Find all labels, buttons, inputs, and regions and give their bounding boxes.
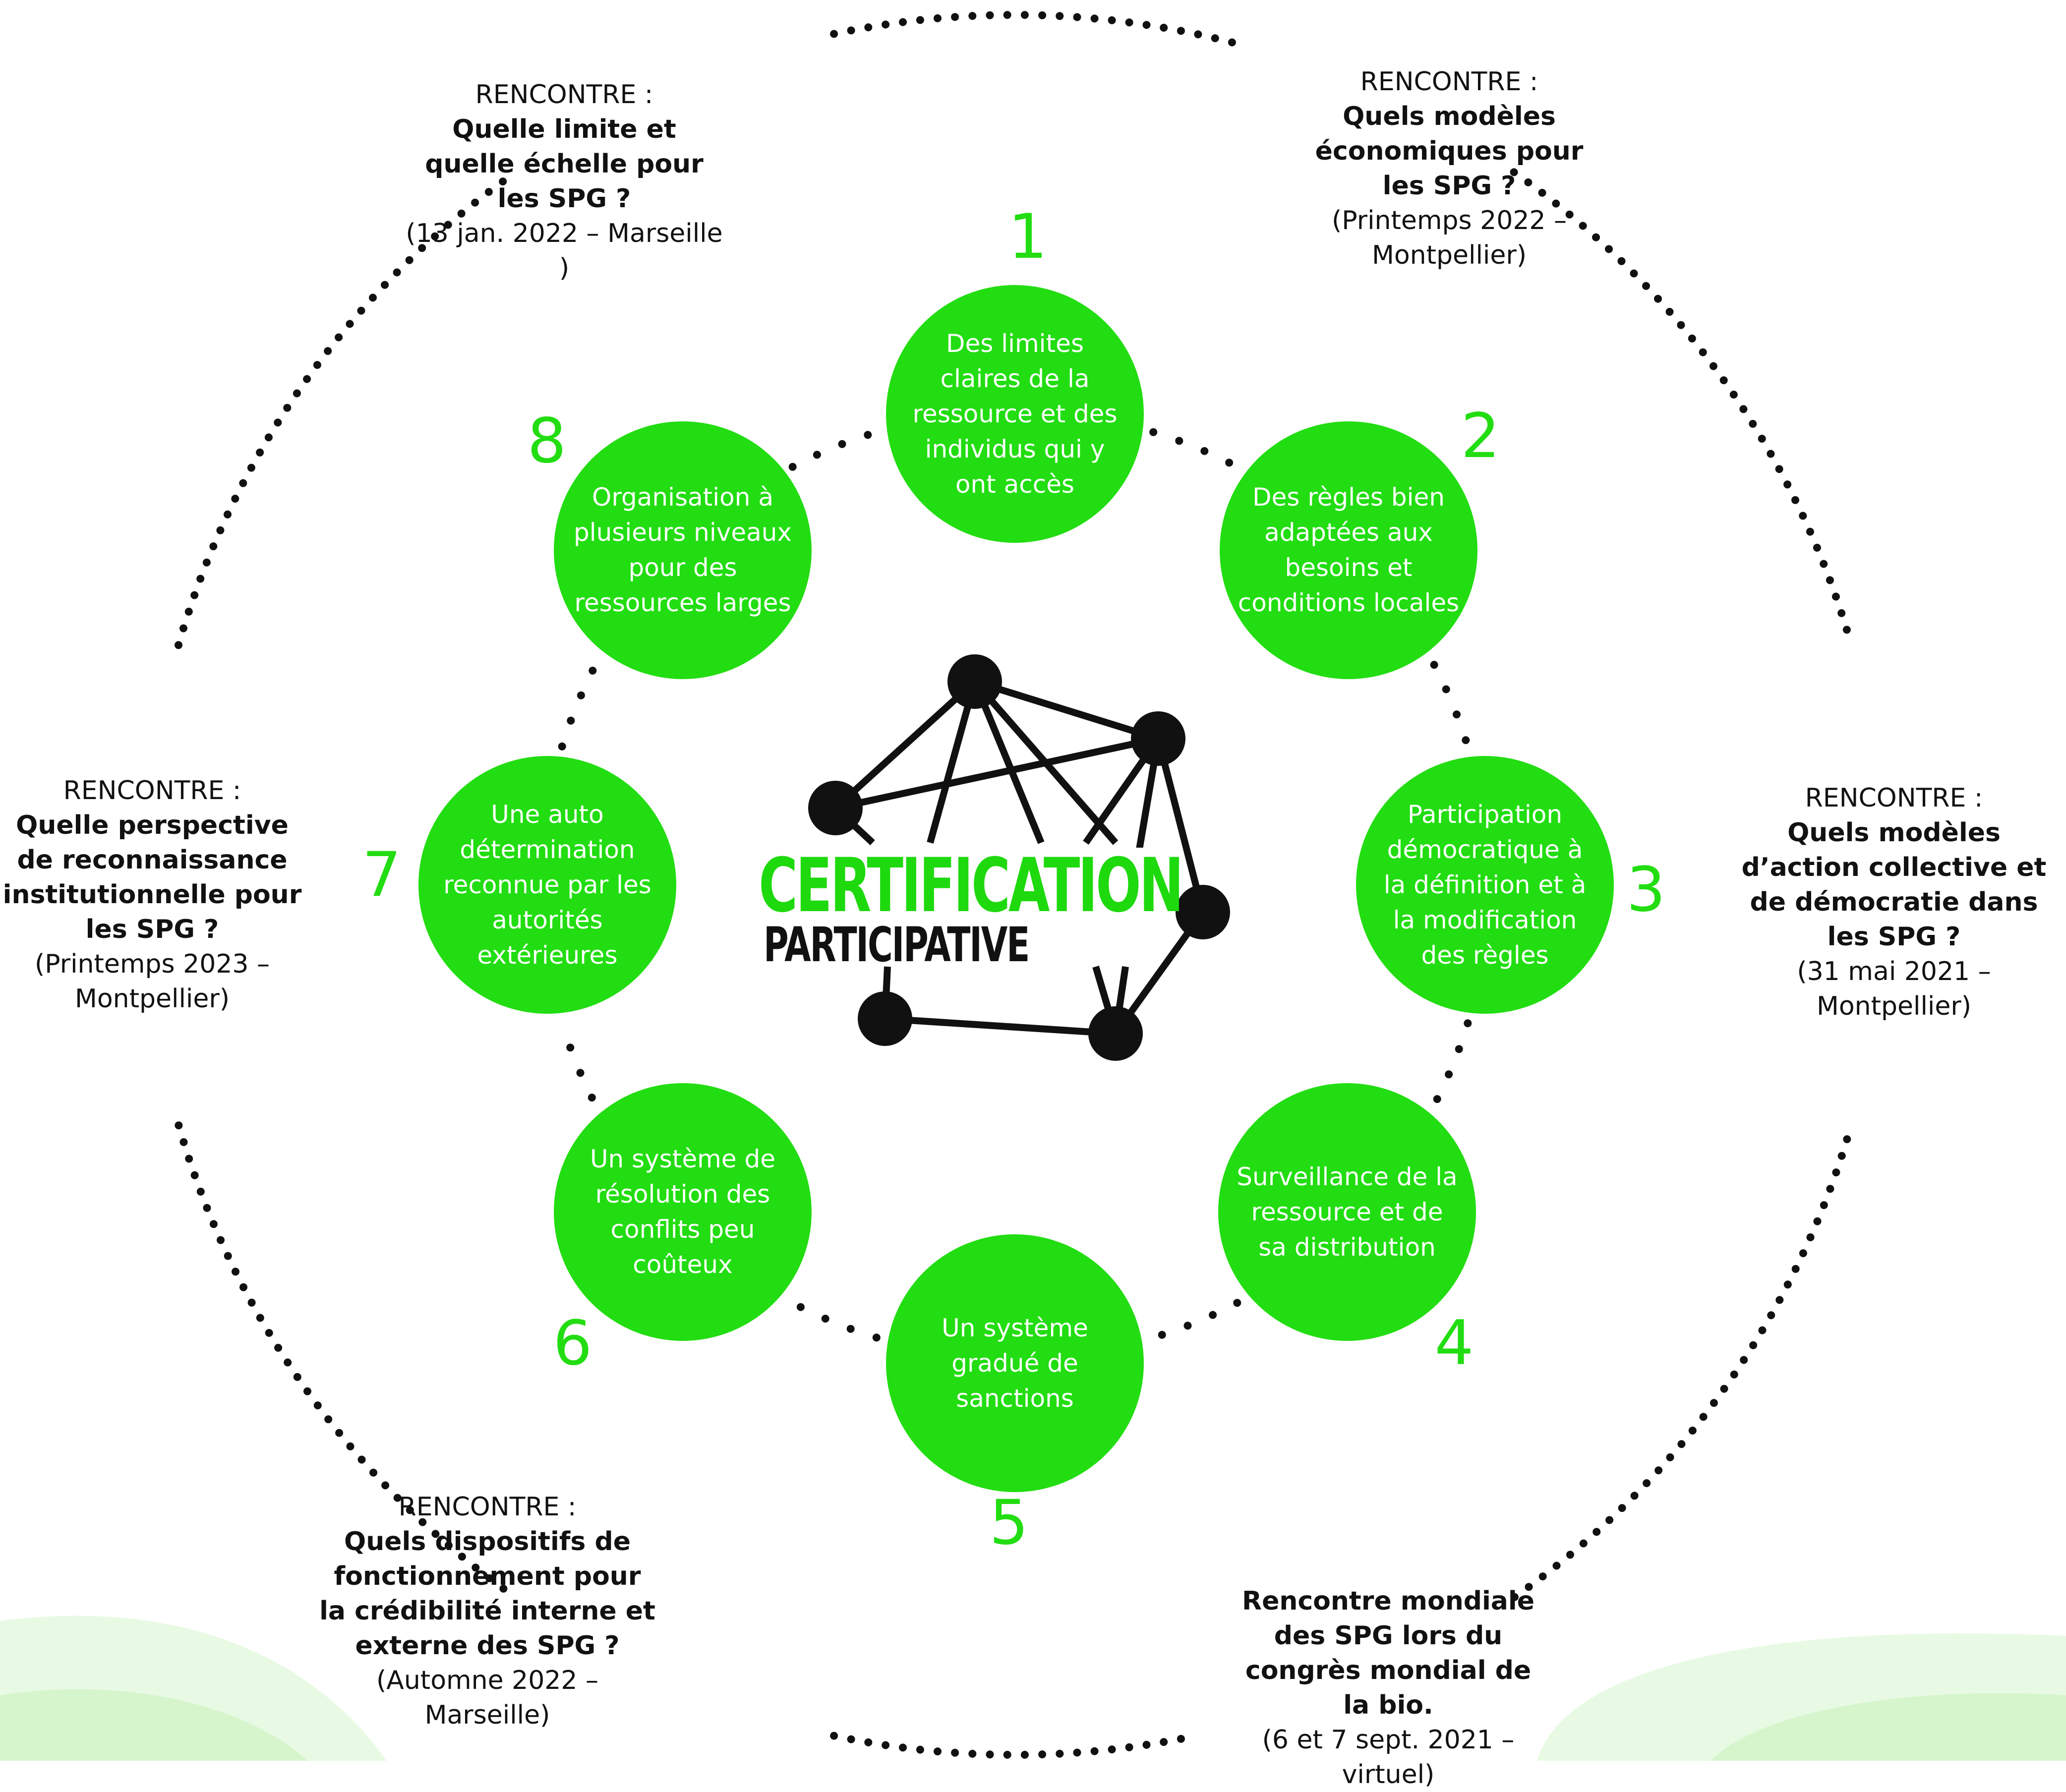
meeting-detail: (Printemps 2023 – Montpellier) [34, 949, 270, 1014]
network-graph-icon [759, 654, 1230, 1061]
principle-circle-8: Organisation à plusieurs niveaux pour de… [554, 421, 812, 679]
inner-dots-1-2 [1149, 428, 1234, 467]
principle-text-3: Participation démocratique à la définiti… [1383, 800, 1587, 970]
principle-number-5: 5 [989, 1487, 1029, 1559]
principle-circle-5: Un système gradué de sanctions [886, 1234, 1144, 1492]
meeting-bottom-right: Rencontre mondiale des SPG lors du congr… [1230, 1584, 1547, 1792]
outer-dots-top [830, 11, 1236, 47]
principle-text-8: Organisation à plusieurs niveaux pour de… [573, 483, 792, 617]
dotted-arcs [175, 11, 1851, 1759]
principle-number-3: 3 [1626, 854, 1666, 925]
principle-circle-6: Un système de résolution des conflits pe… [554, 1083, 812, 1341]
inner-dots-5-6 [796, 1303, 881, 1342]
principle-number-1: 1 [1008, 201, 1048, 273]
outer-dots-bottom [830, 1732, 1185, 1759]
logo-title-participative: PARTICIPATIVE [764, 917, 1030, 973]
principle-text-6: Un système de résolution des conflits pe… [590, 1145, 776, 1279]
wave-right-inner [1711, 1693, 2066, 1761]
inner-dots-4-5 [1158, 1299, 1241, 1339]
principle-circle-7: Une auto détermination reconnue par les … [418, 756, 676, 1014]
meeting-label: RENCONTRE : [63, 776, 241, 806]
principle-circle-3: Participation démocratique à la définiti… [1356, 756, 1614, 1014]
principle-text-7: Une auto détermination reconnue par les … [443, 800, 651, 970]
meeting-question: Rencontre mondiale des SPG lors du congr… [1242, 1586, 1535, 1720]
meeting-label: RENCONTRE : [475, 80, 653, 110]
meeting-detail: (31 mai 2021 – Montpellier) [1797, 957, 1991, 1021]
inner-dots-8-1 [788, 431, 872, 471]
inner-dots-2-3 [1417, 637, 1470, 745]
meeting-detail: (Printemps 2022 – Montpellier) [1331, 206, 1567, 270]
meeting-question: Quels modèles économiques pour les SPG ? [1315, 102, 1584, 201]
inner-dots-3-4 [1420, 1019, 1472, 1127]
wave-left-inner [0, 1689, 307, 1761]
outer-dots-top-left [175, 177, 507, 649]
principle-number-8: 8 [527, 405, 567, 477]
principle-circle-1: Des limites claires de la ressource et d… [886, 285, 1144, 543]
outer-dots-bottom-right [1510, 1135, 1851, 1601]
meeting-detail: (Automne 2022 – Marseille) [376, 1666, 599, 1730]
meeting-bottom-left: RENCONTRE : Quels dispositifs de fonctio… [319, 1490, 656, 1733]
meeting-left: RENCONTRE : Quelle perspective de reconn… [1, 773, 303, 1016]
meeting-top-right: RENCONTRE : Quels modèles économiques po… [1310, 64, 1588, 273]
meeting-label: RENCONTRE : [1360, 67, 1538, 97]
meeting-label: RENCONTRE : [1805, 783, 1983, 813]
meeting-question: Quelle limite et quelle échelle pour les… [425, 115, 704, 214]
principle-number-7: 7 [362, 839, 402, 911]
meeting-question: Quels modèles d’action collective et de … [1741, 818, 2047, 952]
outer-dots-bottom-left [175, 1121, 508, 1593]
meeting-question: Quelle perspective de reconnaissance ins… [2, 810, 302, 944]
principle-number-6: 6 [553, 1308, 592, 1379]
principle-circle-2: Des règles bien adaptées aux besoins et … [1220, 421, 1477, 679]
principle-number-4: 4 [1434, 1308, 1474, 1379]
logo-title-certification: CERTIFICATION [759, 843, 1184, 929]
principle-text-1: Des limites claires de la ressource et d… [912, 329, 1118, 499]
inner-dots-7-8 [558, 666, 597, 751]
outer-dots-top-right [1510, 168, 1851, 634]
principle-text-5: Un système gradué de sanctions [942, 1313, 1088, 1413]
principle-text-4: Surveillance de la ressource et de sa di… [1237, 1162, 1458, 1262]
meeting-question: Quels dispositifs de fonctionnement pour… [319, 1527, 655, 1661]
meeting-right: RENCONTRE : Quels modèles d’action colle… [1738, 781, 2050, 1024]
principle-circle-4: Surveillance de la ressource et de sa di… [1218, 1083, 1476, 1341]
meeting-detail: (6 et 7 sept. 2021 – virtuel) [1262, 1725, 1515, 1790]
meeting-label: RENCONTRE : [398, 1492, 577, 1522]
meeting-detail: (13 jan. 2022 – Marseille ) [406, 219, 723, 283]
meeting-top-left: RENCONTRE : Quelle limite et quelle éche… [406, 77, 723, 286]
principle-number-2: 2 [1461, 401, 1500, 472]
principle-text-2: Des règles bien adaptées aux besoins et … [1238, 483, 1460, 617]
